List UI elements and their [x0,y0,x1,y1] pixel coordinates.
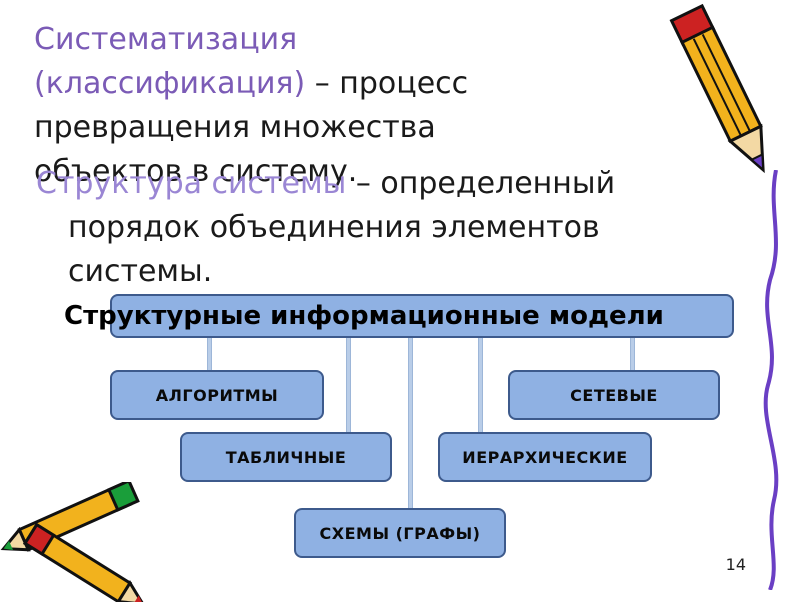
ribbon-decoration [763,170,779,590]
definition-text-line: порядок объединения элементов [68,210,600,245]
definition-text: – определенный [346,166,616,201]
definition-systematization: Систематизация (классификация) – процесс… [34,18,468,194]
term-systematization: Систематизация [34,22,298,57]
node-schemes: СХЕМЫ (ГРАФЫ) [294,508,506,558]
diagram-title: Структурные информационные модели [64,301,664,331]
pencil-icon [669,3,765,174]
node-tabular: ТАБЛИЧНЫЕ [180,432,392,482]
definition-text-line: системы. [68,254,213,289]
definition-structure: Структура системы – определенный порядок… [36,162,615,294]
node-hierarchical: ИЕРАРХИЧЕСКИЕ [438,432,652,482]
connector-hierarchical [478,338,483,432]
node-algorithms: АЛГОРИТМЫ [110,370,324,420]
slide-number: 14 [725,555,746,574]
node-network: СЕТЕВЫЕ [508,370,720,420]
connector-tabular [346,338,351,432]
definition-text-line: объектов в систему. [34,154,358,189]
term-classification: (классификация) [34,66,306,101]
connector-algorithms [207,338,212,370]
connector-network [630,338,635,370]
pencils-icon [0,482,146,602]
diagram-root-box [110,294,734,338]
definition-text: – процесс [305,66,469,101]
connector-schemes [408,338,413,508]
definition-text-line: превращения множества [34,110,436,145]
term-structure: Структура системы [36,166,347,201]
